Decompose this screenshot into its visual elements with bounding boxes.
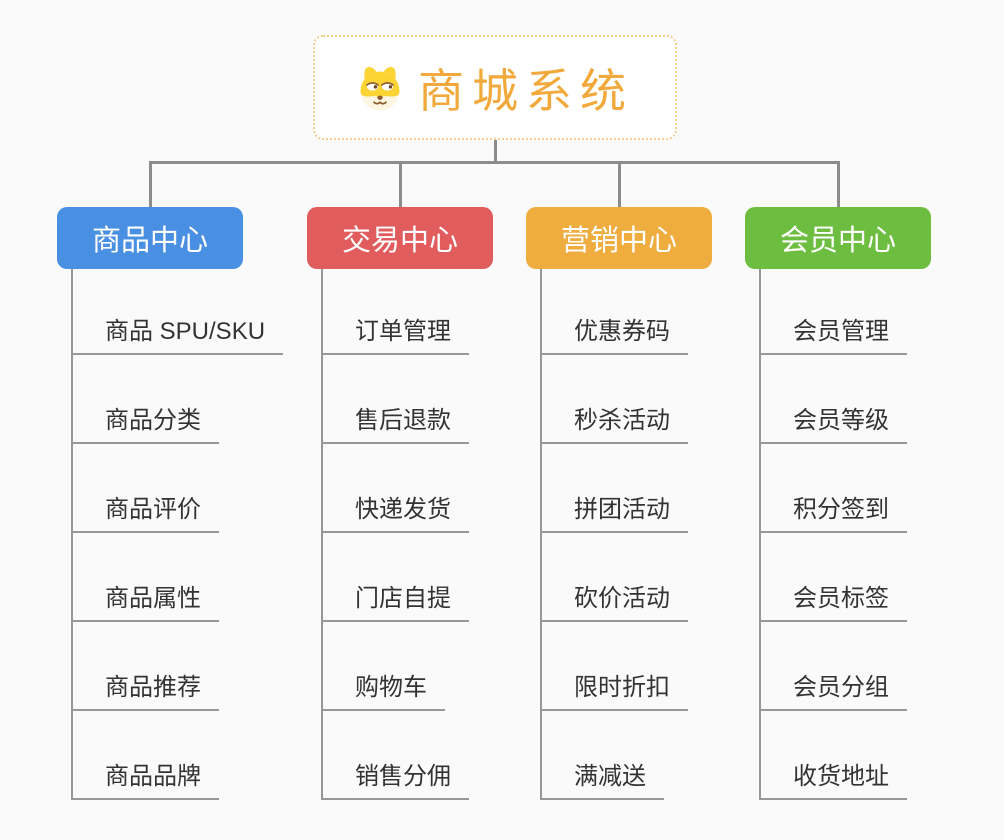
- branch-label: 营销中心: [560, 225, 677, 257]
- root-node[interactable]: 商城系统: [313, 35, 677, 140]
- leaf-node[interactable]: 购物车: [321, 675, 445, 711]
- branch-label: 交易中心: [341, 225, 458, 257]
- leaf-node[interactable]: 积分签到: [759, 497, 907, 533]
- branch-trunk-marketing: [540, 269, 542, 800]
- branch-box-product-center[interactable]: 商品中心: [57, 207, 243, 269]
- branch-label: 商品中心: [91, 225, 208, 257]
- branch-trunk-trade: [321, 269, 323, 800]
- branch-box-marketing-center[interactable]: 营销中心: [526, 207, 712, 269]
- leaf-node[interactable]: 满减送: [540, 764, 664, 800]
- leaf-node[interactable]: 收货地址: [759, 764, 907, 800]
- leaf-node[interactable]: 会员等级: [759, 408, 907, 444]
- leaf-node[interactable]: 订单管理: [321, 319, 469, 355]
- connector-drop-product: [148, 161, 152, 207]
- leaf-node[interactable]: 会员管理: [759, 319, 907, 355]
- connector-drop-marketing: [617, 161, 621, 207]
- root-title: 商城系统: [418, 64, 634, 117]
- leaf-node[interactable]: 拼团活动: [540, 497, 688, 533]
- leaf-node[interactable]: 门店自提: [321, 586, 469, 622]
- branch-trunk-member: [759, 269, 761, 800]
- leaf-node[interactable]: 会员分组: [759, 675, 907, 711]
- leaf-node[interactable]: 秒杀活动: [540, 408, 688, 444]
- leaf-node[interactable]: 商品推荐: [71, 675, 219, 711]
- leaf-node[interactable]: 销售分佣: [321, 764, 469, 800]
- branch-box-trade-center[interactable]: 交易中心: [307, 207, 493, 269]
- connector-drop-trade: [398, 161, 402, 207]
- leaf-node[interactable]: 会员标签: [759, 586, 907, 622]
- leaf-node[interactable]: 售后退款: [321, 408, 469, 444]
- shiba-dog-logo-icon: [356, 64, 404, 112]
- leaf-node[interactable]: 商品分类: [71, 408, 219, 444]
- leaf-node[interactable]: 优惠券码: [540, 319, 688, 355]
- connector-drop-member: [836, 161, 840, 207]
- branch-trunk-product: [71, 269, 73, 800]
- branch-label: 会员中心: [779, 225, 896, 257]
- leaf-node[interactable]: 砍价活动: [540, 586, 688, 622]
- branch-box-member-center[interactable]: 会员中心: [745, 207, 931, 269]
- leaf-node[interactable]: 限时折扣: [540, 675, 688, 711]
- connector-root-drop: [493, 140, 497, 164]
- leaf-node[interactable]: 商品属性: [71, 586, 219, 622]
- leaf-node[interactable]: 商品品牌: [71, 764, 219, 800]
- leaf-node[interactable]: 商品 SPU/SKU: [71, 319, 284, 355]
- leaf-node[interactable]: 快递发货: [321, 497, 469, 533]
- leaf-node[interactable]: 商品评价: [71, 497, 219, 533]
- connector-bus: [148, 161, 840, 164]
